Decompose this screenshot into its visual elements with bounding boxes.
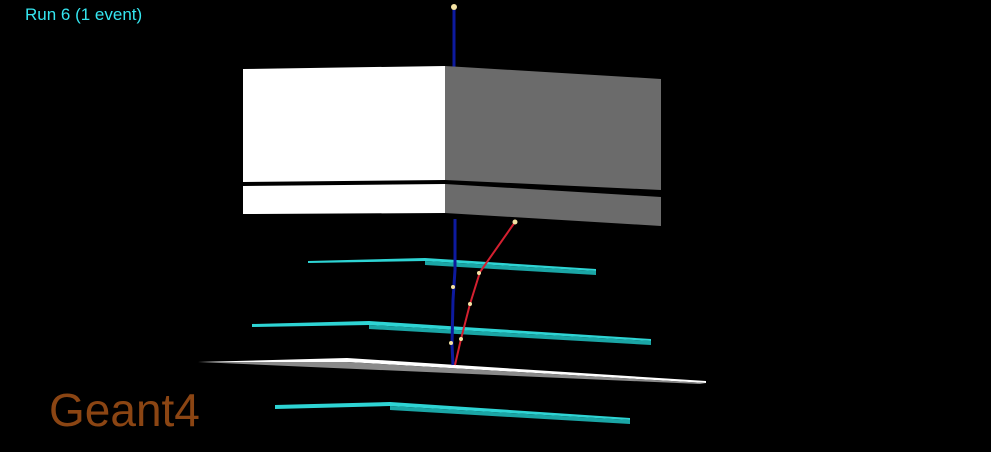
- detector-plane-2: [252, 321, 651, 345]
- grey-plane: [198, 358, 706, 384]
- detector-plane-3: [275, 402, 630, 424]
- step-point: [512, 219, 518, 225]
- detector-plane-2-edge: [369, 325, 651, 345]
- detector-plane-2-top: [252, 321, 651, 341]
- lower-block: [243, 184, 661, 226]
- step-point: [477, 271, 481, 275]
- upper-block-front-face: [243, 66, 445, 182]
- detector-plane-1: [308, 258, 596, 275]
- step-point: [451, 4, 457, 10]
- step-point: [449, 341, 453, 345]
- track-step-points: [449, 4, 518, 345]
- grey-plane-body: [198, 362, 706, 384]
- detector-plane-1-top: [308, 258, 596, 271]
- lower-block-side-face: [445, 184, 661, 226]
- lower-block-front-face: [243, 184, 445, 214]
- geant4-logo: Geant4: [49, 384, 200, 436]
- detector-plane-3-edge: [390, 406, 630, 424]
- upper-block: [243, 66, 661, 190]
- detector-plane-3-top: [275, 402, 630, 420]
- run-label: Run 6 (1 event): [25, 5, 143, 24]
- upper-block-side-face: [445, 66, 661, 190]
- secondary-track: [454, 221, 516, 366]
- step-point: [451, 285, 455, 289]
- step-point: [468, 302, 472, 306]
- primary-track-lower: [450, 219, 457, 366]
- step-point: [459, 337, 463, 341]
- detector-plane-1-edge: [425, 261, 596, 275]
